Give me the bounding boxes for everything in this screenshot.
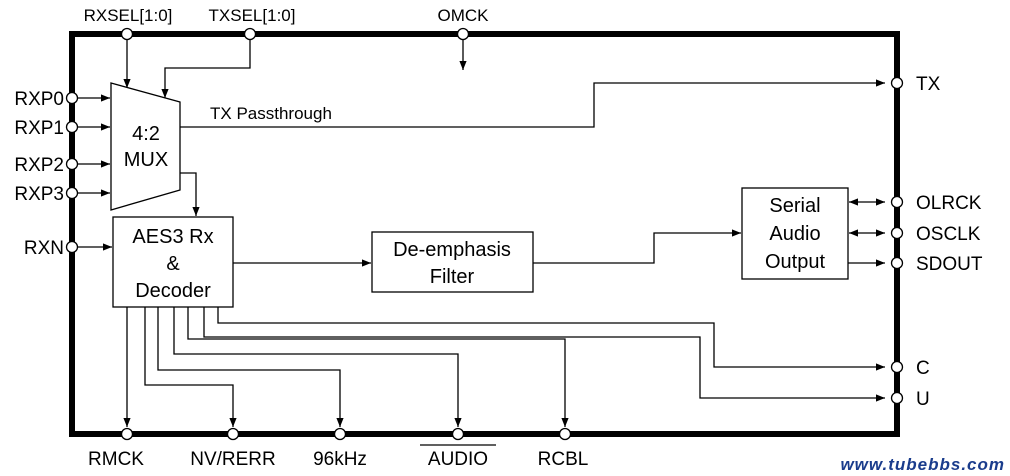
- pin-label-rxp3: RXP3: [14, 184, 64, 205]
- tx-passthrough-wire: [180, 79, 885, 128]
- pin-pad: [890, 195, 904, 209]
- wire: [180, 172, 200, 216]
- aes3-decoder-block: AES3 Rx & Decoder: [112, 216, 234, 308]
- deemph-label: Filter: [430, 266, 475, 288]
- mux-label: MUX: [124, 149, 168, 171]
- pin-pad: [890, 76, 904, 90]
- mux-label: 4:2: [132, 123, 160, 145]
- top-pins: RXSEL[1:0] TXSEL[1:0] OMCK: [84, 6, 490, 98]
- pin-pad: [226, 427, 240, 441]
- pin-label-omck: OMCK: [438, 6, 490, 25]
- txsel-wire: [161, 40, 251, 98]
- serial-label: Output: [765, 251, 825, 273]
- mux-block: 4:2 MUX: [110, 82, 181, 211]
- pin-label-txsel: TXSEL[1:0]: [209, 6, 296, 25]
- pin-label-c: C: [916, 358, 930, 379]
- pin-pad: [65, 186, 79, 200]
- wire: [533, 229, 741, 264]
- pin-pad: [890, 391, 904, 405]
- pin-pad: [451, 427, 465, 441]
- aes3-label: &: [166, 253, 180, 275]
- pin-label-rxp0: RXP0: [14, 89, 64, 110]
- serial-label: Audio: [769, 223, 820, 245]
- pin-pad: [890, 226, 904, 240]
- serial-audio-output-block: Serial Audio Output: [741, 187, 849, 280]
- pin-pad: [890, 360, 904, 374]
- decoder-output-wires: [123, 307, 885, 427]
- pin-label-nv-rerr: NV/RERR: [190, 449, 276, 470]
- pin-label-rcbl: RCBL: [538, 449, 589, 470]
- right-pins: TX OLRCK OSCLK SDOUT C U: [848, 74, 983, 410]
- left-pins: RXP0 RXP1 RXP2 RXP3 RXN: [14, 89, 112, 259]
- deemph-label: De-emphasis: [393, 239, 511, 261]
- deemphasis-filter-block: De-emphasis Filter: [371, 231, 534, 293]
- serial-label: Serial: [769, 195, 820, 217]
- pin-pad: [333, 427, 347, 441]
- pin-label-rxsel: RXSEL[1:0]: [84, 6, 173, 25]
- pin-label-osclk: OSCLK: [916, 224, 981, 245]
- pin-label-rxp1: RXP1: [14, 118, 64, 139]
- pin-label-audio: AUDIO: [428, 449, 488, 470]
- aes3-label: AES3 Rx: [132, 226, 213, 248]
- pin-pad: [890, 256, 904, 270]
- pin-label-sdout: SDOUT: [916, 254, 983, 275]
- bottom-pins: RMCK NV/RERR 96kHz AUDIO RCBL: [88, 427, 589, 470]
- pin-pad: [65, 157, 79, 171]
- pin-pad: [65, 240, 79, 254]
- pin-pad: [558, 427, 572, 441]
- pin-label-rxn: RXN: [24, 238, 64, 259]
- pin-label-rxp2: RXP2: [14, 155, 64, 176]
- pin-label-tx: TX: [916, 74, 941, 95]
- pin-pad: [65, 120, 79, 134]
- pin-pad: [456, 27, 470, 41]
- pin-pad: [65, 91, 79, 105]
- pin-label-96khz: 96kHz: [313, 449, 367, 470]
- pin-label-rmck: RMCK: [88, 449, 144, 470]
- pin-pad: [120, 27, 134, 41]
- pin-pad: [120, 427, 134, 441]
- pin-label-olrck: OLRCK: [916, 193, 982, 214]
- watermark: www.tubebbs.com: [840, 455, 1005, 474]
- pin-label-u: U: [916, 389, 930, 410]
- tx-passthrough-label: TX Passthrough: [210, 104, 332, 123]
- pin-pad: [243, 27, 257, 41]
- aes3-label: Decoder: [135, 280, 211, 302]
